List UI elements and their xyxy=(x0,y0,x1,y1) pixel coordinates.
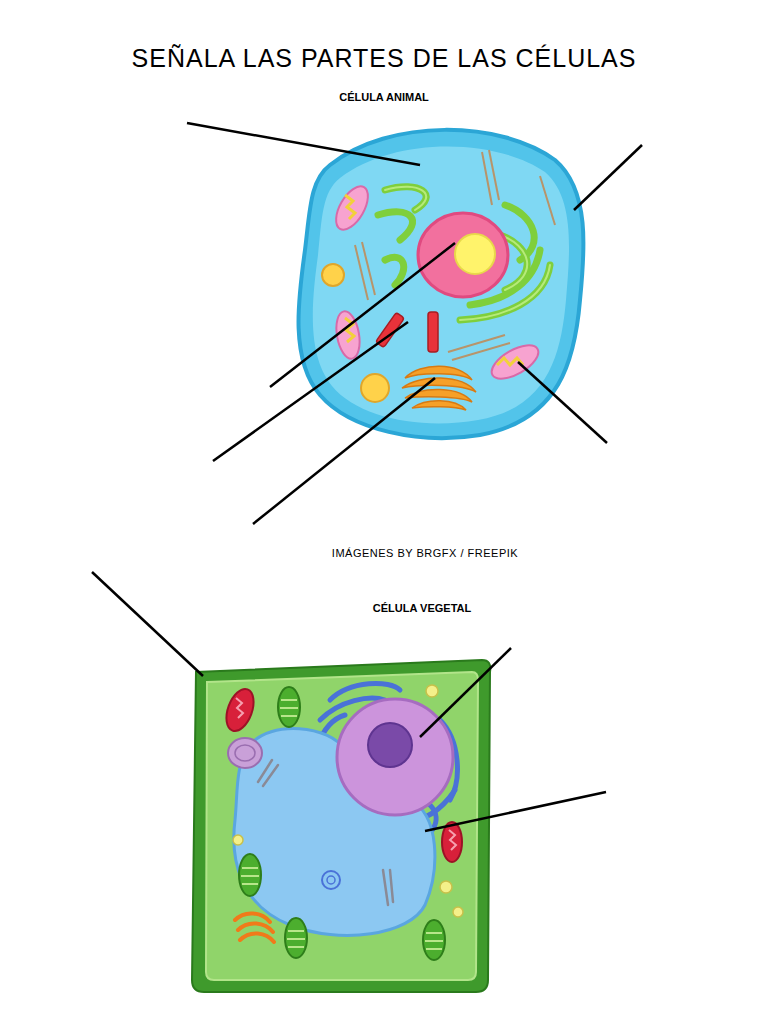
cell-heading: CÉLULA VEGETAL xyxy=(373,602,471,615)
animal-cell xyxy=(298,130,583,438)
page-title: SEÑALA LAS PARTES DE LAS CÉLULAS xyxy=(132,44,637,73)
image-credit: IMÁGENES BY BRGFX / FREEPIK xyxy=(332,547,518,560)
cell-heading: CÉLULA ANIMAL xyxy=(339,91,429,104)
leader-lines xyxy=(187,123,642,524)
leader-lines xyxy=(92,572,606,831)
